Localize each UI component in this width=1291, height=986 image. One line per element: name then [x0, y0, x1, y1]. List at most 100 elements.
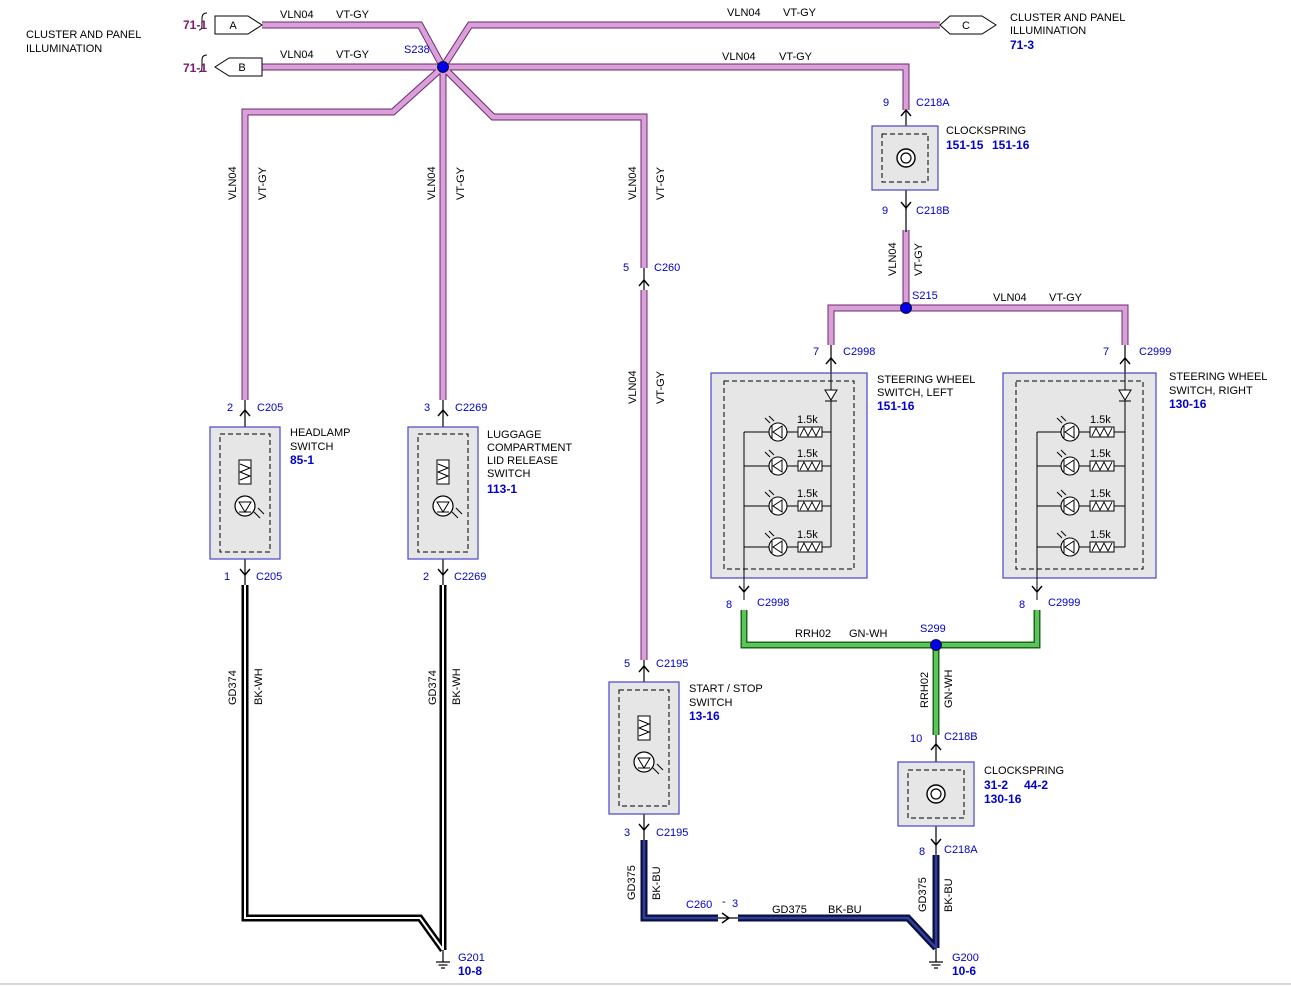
- wire-label: VLN04: [426, 166, 438, 200]
- wire-label: VT-GY: [779, 51, 813, 63]
- wire-label: VLN04: [280, 9, 314, 21]
- wire-label: BK-WH: [253, 668, 265, 705]
- pin: 8: [919, 846, 925, 858]
- resistor-label: 1.5k: [797, 414, 818, 426]
- connector-label: C205: [256, 571, 282, 583]
- pin: 5: [624, 658, 630, 670]
- luggage-label-2: COMPARTMENT: [487, 442, 572, 454]
- ref: 130-16: [1169, 397, 1207, 411]
- wire-label: VLN04: [227, 166, 239, 200]
- connector-label: C205: [257, 402, 283, 414]
- wire-gd374: [241, 585, 447, 953]
- ground-g201-icon: [436, 950, 450, 969]
- luggage-label-4: SWITCH: [487, 468, 530, 480]
- pin: 3: [624, 827, 630, 839]
- connector-label: C2998: [757, 597, 789, 609]
- led-row: 1.5k: [744, 414, 831, 442]
- pin: 8: [1019, 599, 1025, 611]
- connector-dash: -: [722, 896, 726, 908]
- wire-label: GD375: [917, 877, 929, 912]
- connector-c: C: [939, 15, 997, 35]
- cluster-label-left-1: CLUSTER AND PANEL: [26, 29, 141, 41]
- ref: 10-8: [458, 964, 482, 978]
- ref-71-3: 71-3: [1010, 38, 1034, 52]
- pin: 5: [623, 262, 629, 274]
- splice-label-s215: S215: [912, 290, 938, 302]
- luggage-label-1: LUGGAGE: [487, 429, 541, 441]
- wire-label: VT-GY: [655, 166, 667, 200]
- connector-label: C2269: [455, 402, 487, 414]
- led-row: 1.5k: [1037, 529, 1125, 557]
- led-row: 1.5k: [1037, 488, 1125, 516]
- connector-b: B: [214, 57, 263, 77]
- ref: 151-16: [877, 399, 915, 413]
- pin: 7: [813, 346, 819, 358]
- headlamp-label-1: HEADLAMP: [290, 427, 351, 439]
- resistor-label: 1.5k: [1090, 488, 1111, 500]
- led-row: 1.5k: [1037, 448, 1125, 476]
- cluster-label-left-2: ILLUMINATION: [26, 43, 102, 55]
- pin: 1: [224, 571, 230, 583]
- wire-vln04-network: [241, 21, 1129, 660]
- steering-wheel-switch-right: [1002, 345, 1157, 600]
- wire-label: VT-GY: [655, 370, 667, 404]
- svg-text:A: A: [229, 20, 237, 32]
- start-stop-switch: [608, 660, 680, 840]
- wire-label: VT-GY: [913, 242, 925, 276]
- ref: 113-1: [487, 482, 517, 496]
- pin: 3: [732, 898, 738, 910]
- connector-label: C260: [686, 899, 712, 911]
- luggage-compartment-switch: [407, 400, 479, 585]
- ref: 151-16: [992, 138, 1030, 152]
- ref: 151-15: [946, 138, 984, 152]
- svg-text:B: B: [238, 62, 245, 74]
- wire-label: VLN04: [727, 7, 761, 19]
- resistor-label: 1.5k: [797, 488, 818, 500]
- connector-label: C2269: [454, 571, 486, 583]
- clockspring-top-label: CLOCKSPRING: [946, 125, 1026, 137]
- sw-right-label-2: SWITCH, RIGHT: [1169, 385, 1253, 397]
- pin: 2: [423, 571, 429, 583]
- svg-text:C: C: [962, 20, 970, 32]
- sw-right-label-1: STEERING WHEEL: [1169, 371, 1267, 383]
- connector-label: C2195: [656, 827, 688, 839]
- wire-label: GN-WH: [849, 628, 888, 640]
- wire-label: BK-BU: [651, 866, 663, 900]
- headlamp-label-2: SWITCH: [290, 441, 333, 453]
- ref: 44-2: [1024, 778, 1048, 792]
- resistor-label: 1.5k: [1090, 448, 1111, 460]
- sw-left-label-1: STEERING WHEEL: [877, 374, 975, 386]
- connector-label: C2195: [656, 658, 688, 670]
- pin: 10: [910, 733, 922, 745]
- steering-wheel-switch-left: [710, 345, 868, 600]
- wire-label: RRH02: [919, 672, 931, 708]
- wire-gd375: [640, 840, 940, 951]
- connector-label: C218B: [916, 205, 950, 217]
- pin: 8: [726, 599, 732, 611]
- connector-label: C2999: [1048, 597, 1080, 609]
- clockspring-top: [871, 109, 939, 232]
- ground-label: G201: [458, 952, 485, 964]
- wire-label: BK-WH: [451, 668, 463, 705]
- wire-label: GD374: [427, 670, 439, 705]
- wire-label: GD374: [227, 670, 239, 705]
- pin: 3: [424, 402, 430, 414]
- wire-label: VLN04: [722, 51, 756, 63]
- wire-label: BK-BU: [943, 878, 955, 912]
- cluster-label-right-2: ILLUMINATION: [1010, 25, 1086, 37]
- connector-label: C260: [654, 262, 680, 274]
- wire-label: VT-GY: [455, 166, 467, 200]
- ref: 85-1: [290, 453, 314, 467]
- resistor-label: 1.5k: [1090, 529, 1111, 541]
- resistor-label: 1.5k: [797, 448, 818, 460]
- wire-label: VLN04: [887, 242, 899, 276]
- wire-label: VT-GY: [1049, 292, 1083, 304]
- pin: 7: [1103, 346, 1109, 358]
- connector-label: C218A: [916, 97, 950, 109]
- led-row: 1.5k: [744, 488, 831, 516]
- ref: 10-6: [952, 964, 976, 978]
- clockspring-bottom-label: CLOCKSPRING: [984, 765, 1064, 777]
- cluster-label-right-1: CLUSTER AND PANEL: [1010, 12, 1125, 24]
- connector-c260-inline: [638, 268, 650, 290]
- wire-label: GD375: [626, 865, 638, 900]
